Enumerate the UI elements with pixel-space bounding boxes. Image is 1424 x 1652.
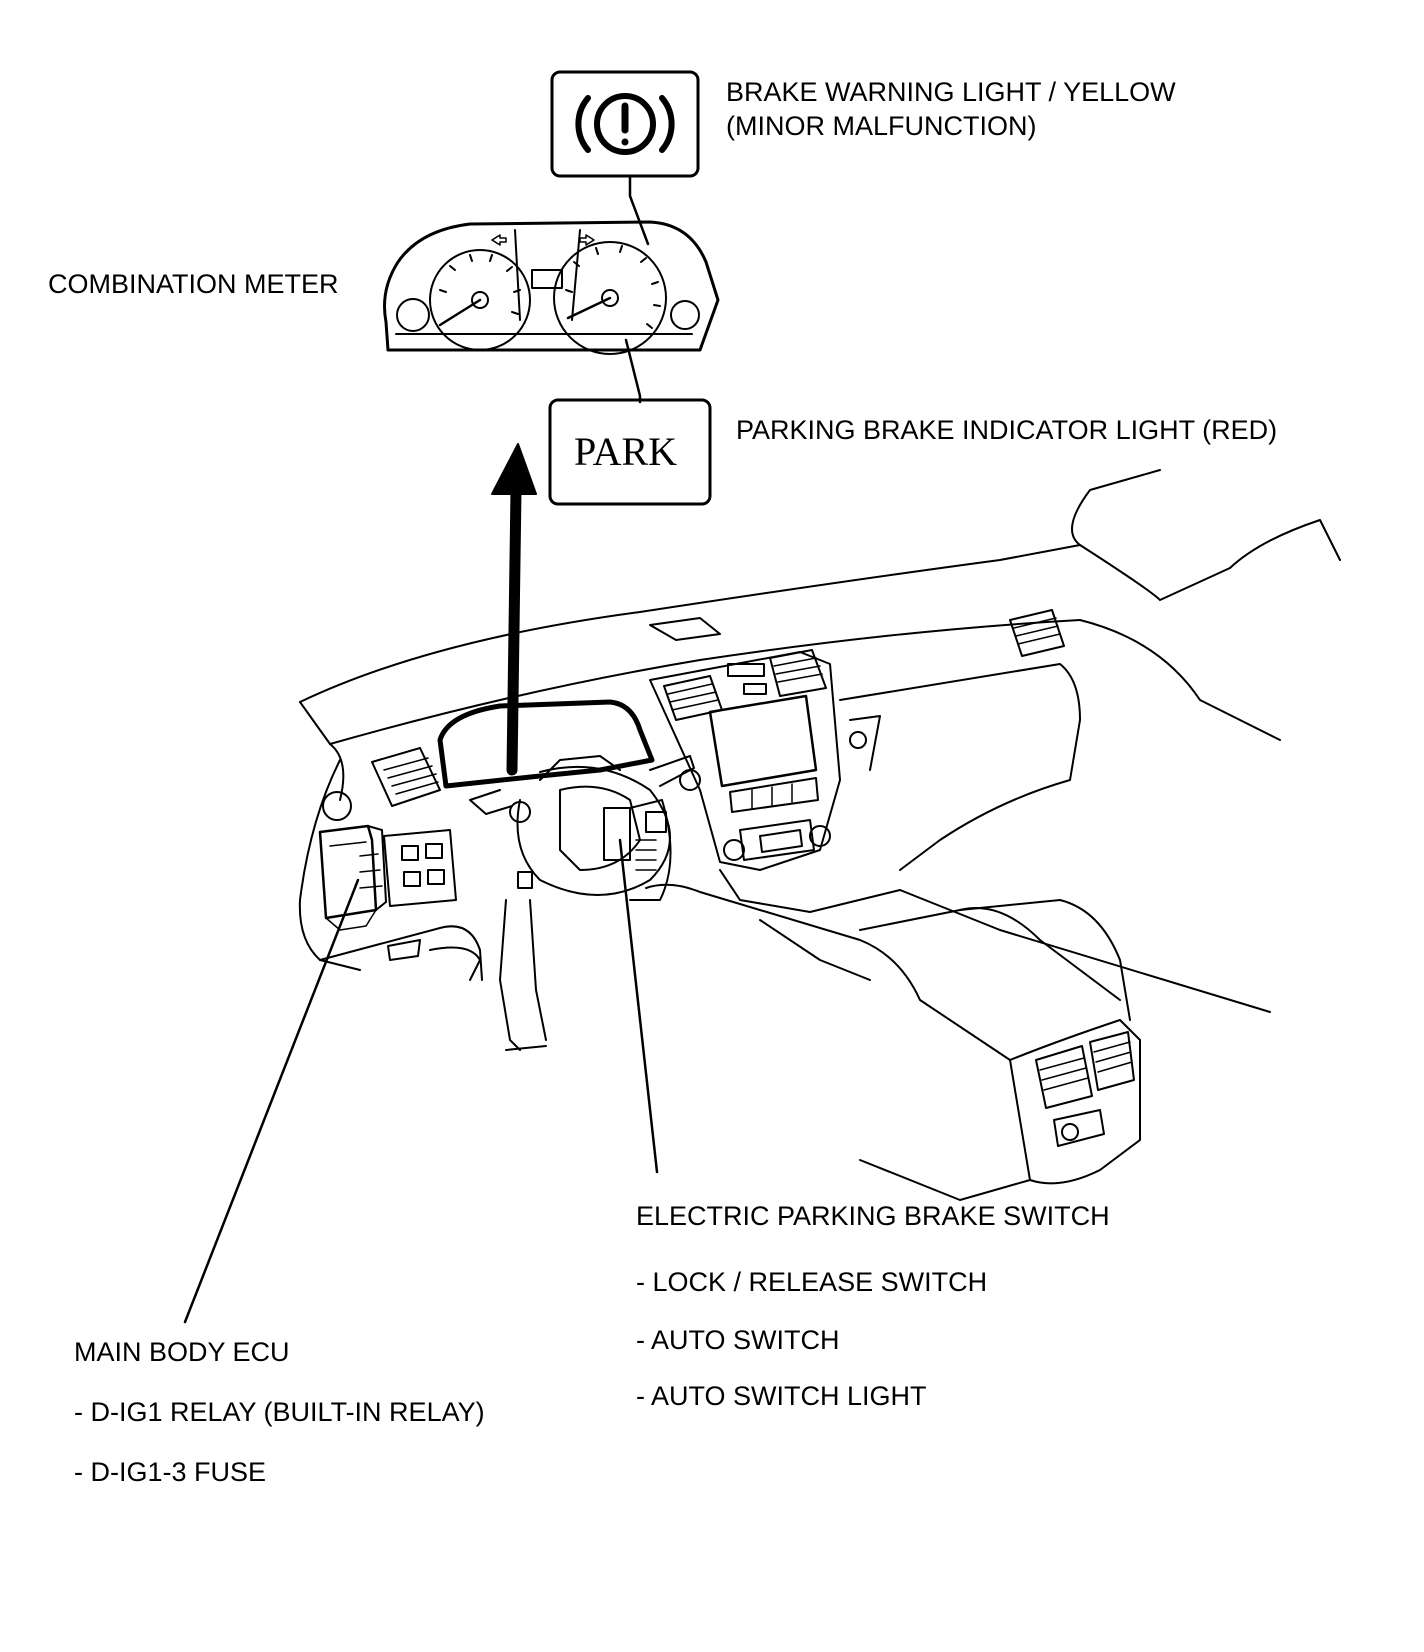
- main-body-ecu-title: MAIN BODY ECU: [74, 1337, 290, 1367]
- epb-switch-title: ELECTRIC PARKING BRAKE SWITCH: [636, 1201, 1110, 1231]
- epb-switch-leader-line: [618, 838, 659, 1174]
- epb-switch-item-auto-light: - AUTO SWITCH LIGHT: [636, 1381, 927, 1411]
- ecu-leader-line: [183, 878, 360, 1324]
- instrument-panel: [298, 469, 1341, 1201]
- park-indicator-text: PARK: [574, 429, 678, 474]
- park-indicator-icon: [548, 398, 712, 506]
- epb-switch-item-lock-release: - LOCK / RELEASE SWITCH: [636, 1267, 988, 1297]
- brake-warning-light-label: BRAKE WARNING LIGHT / YELLOW: [726, 77, 1176, 107]
- pointer-arrow: [491, 443, 537, 776]
- combination-meter-label: COMBINATION METER: [48, 269, 339, 299]
- brake-warning-icon: [550, 70, 700, 178]
- main-body-ecu-item-fuse: - D-IG1-3 FUSE: [74, 1457, 267, 1487]
- brake-warning-light-note: (MINOR MALFUNCTION): [726, 111, 1037, 141]
- combination-meter-drawing: [383, 220, 720, 355]
- main-body-ecu-item-relay: - D-IG1 RELAY (BUILT-IN RELAY): [74, 1397, 485, 1427]
- parking-brake-indicator-label: PARKING BRAKE INDICATOR LIGHT (RED): [736, 415, 1278, 445]
- epb-switch-item-auto: - AUTO SWITCH: [636, 1325, 840, 1355]
- warning-leader-line: [628, 174, 650, 246]
